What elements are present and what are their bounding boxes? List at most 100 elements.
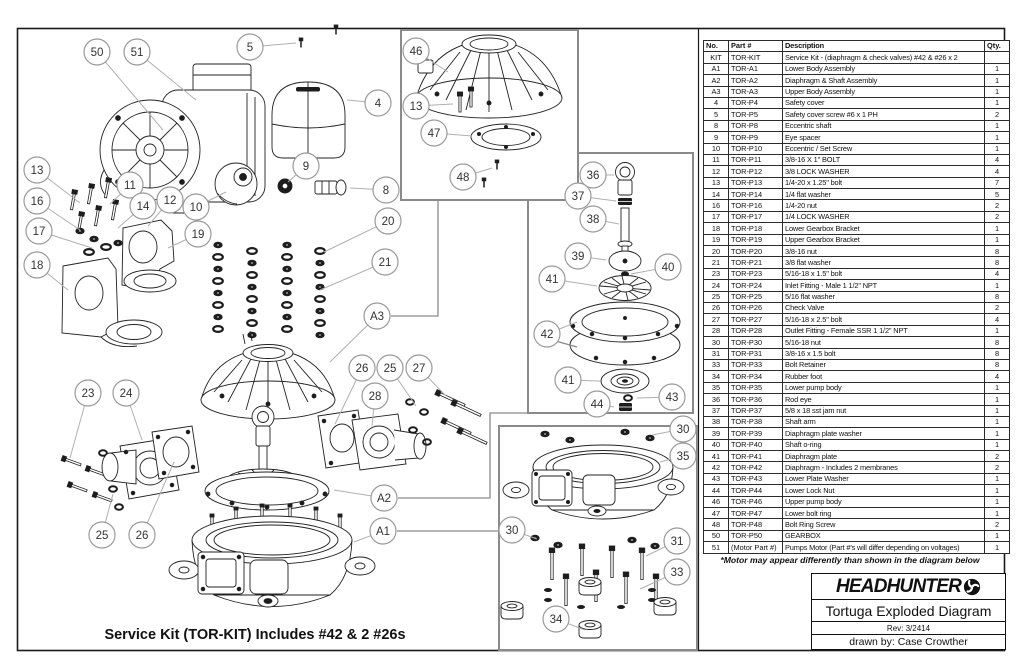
callout-31: 31 xyxy=(645,527,691,557)
part-no: 18 xyxy=(703,222,729,235)
part-number: TOR-P14 xyxy=(728,188,783,201)
callout-A1: A1 xyxy=(353,517,397,545)
callout-19: 19 xyxy=(167,220,212,249)
callout-24: 24 xyxy=(112,379,143,441)
part-number: TOR-P18 xyxy=(728,222,783,235)
part-number: TOR-P33 xyxy=(728,358,783,372)
part-no: 35 xyxy=(703,381,729,395)
part-number: TOR-KIT xyxy=(728,51,783,64)
part-number: TOR-A3 xyxy=(728,85,783,98)
outlet-fitting-assembly-drawing xyxy=(317,389,489,471)
part-number: TOR-P21 xyxy=(728,256,783,269)
svg-text:13: 13 xyxy=(31,165,44,177)
callout-27: 27 xyxy=(405,354,447,397)
part-qty: 1 xyxy=(984,495,1010,509)
callout-46: 46 xyxy=(402,37,449,73)
part-no: 50 xyxy=(703,529,729,543)
col-header-description: Description xyxy=(782,39,985,53)
eccentric-drawing xyxy=(214,162,258,206)
part-number: TOR-P16 xyxy=(728,199,783,212)
part-no: 20 xyxy=(703,245,729,258)
part-number: TOR-P28 xyxy=(728,324,783,338)
svg-text:30: 30 xyxy=(506,525,519,537)
part-description: Diaphragm - Includes 2 membranes xyxy=(782,461,985,474)
part-no: 43 xyxy=(703,472,729,486)
svg-text:26: 26 xyxy=(136,530,149,542)
part-description: Upper pump body xyxy=(782,495,985,509)
col-header-no: No. xyxy=(703,39,729,53)
callout-48: 48 xyxy=(449,163,493,191)
callout-33: 33 xyxy=(639,558,691,590)
svg-text:11: 11 xyxy=(124,180,136,192)
part-number: TOR-P25 xyxy=(728,290,783,304)
callout-35: 35 xyxy=(659,442,697,470)
part-number: TOR-P39 xyxy=(728,427,783,440)
callout-13: 13 xyxy=(23,156,81,204)
part-number: TOR-P9 xyxy=(728,131,783,144)
part-number: (Motor Part #) xyxy=(728,541,783,554)
part-qty: 2 xyxy=(984,461,1010,474)
svg-text:16: 16 xyxy=(31,196,44,208)
callout-43: 43 xyxy=(636,383,686,411)
callout-42: 42 xyxy=(533,320,578,348)
part-qty: 8 xyxy=(984,358,1010,372)
callout-5: 5 xyxy=(236,33,297,61)
svg-text:20: 20 xyxy=(382,216,395,228)
brand-swirl-icon xyxy=(963,578,981,595)
part-description: Rod eye xyxy=(782,393,985,406)
part-description: 1/4-20 x 1.25" bolt xyxy=(782,176,985,190)
callout-39: 39 xyxy=(564,242,607,270)
part-description: Diaphragm & Shaft Assembly xyxy=(782,74,985,87)
part-number: TOR-P50 xyxy=(728,529,783,543)
part-number: TOR-P35 xyxy=(728,381,783,395)
part-qty: 1 xyxy=(984,472,1010,486)
part-description: Safety cover xyxy=(782,96,985,110)
part-no: KIT xyxy=(703,51,729,64)
part-qty: 1 xyxy=(984,541,1010,554)
part-description: 3/8-16 x 1.5 bolt xyxy=(782,347,985,360)
upper-body-inset-drawing xyxy=(415,34,563,189)
callout-14: 14 xyxy=(117,192,157,229)
part-description: Service Kit - (diaphragm & check valves)… xyxy=(782,51,985,64)
part-number: TOR-P42 xyxy=(728,461,783,474)
svg-text:14: 14 xyxy=(137,201,150,213)
lower-body-inset-drawing xyxy=(500,428,685,639)
part-number: TOR-P13 xyxy=(728,176,783,190)
part-no: 40 xyxy=(703,438,729,452)
part-number: TOR-P10 xyxy=(728,142,783,155)
callout-36: 36 xyxy=(579,161,614,189)
part-description: Lower Lock Nut xyxy=(782,484,985,497)
part-number: TOR-P40 xyxy=(728,438,783,452)
part-number: TOR-P12 xyxy=(728,165,783,178)
part-number: TOR-A1 xyxy=(728,62,783,76)
part-no: 24 xyxy=(703,279,729,292)
callout-8: 8 xyxy=(349,176,400,204)
part-no: 17 xyxy=(703,210,729,224)
part-no: 21 xyxy=(703,256,729,269)
part-no: A1 xyxy=(703,62,729,76)
callout-23: 23 xyxy=(69,379,102,459)
part-no: 12 xyxy=(703,165,729,178)
lower-gearbox-bracket-drawing xyxy=(61,257,163,348)
part-qty: 8 xyxy=(984,256,1010,269)
part-no: 42 xyxy=(703,461,729,474)
part-no: 16 xyxy=(703,199,729,212)
part-no: 48 xyxy=(703,518,729,531)
svg-text:47: 47 xyxy=(428,128,441,140)
